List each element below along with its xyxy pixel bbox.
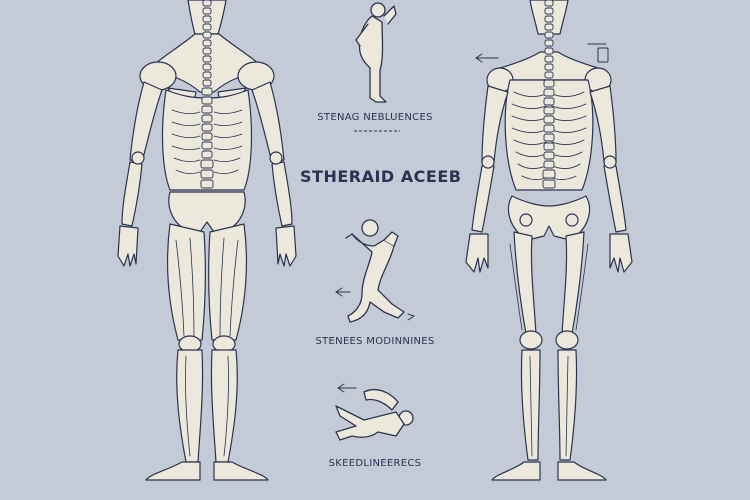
diagram-title: STHERAID ACEEB: [300, 167, 462, 186]
kneeling-stretch-icon: [335, 219, 415, 323]
top-label: STENAG NEBLUENCES: [317, 112, 433, 123]
bottom-label: SKEEDLINEERECS: [328, 458, 422, 469]
lying-stretch-icon: [335, 383, 414, 441]
standing-stretch-icon: [355, 2, 397, 103]
back-anatomy-figure: [117, 0, 297, 481]
middle-label: STENEES MODINNINES: [315, 336, 435, 347]
front-skeleton-figure: [465, 0, 633, 481]
